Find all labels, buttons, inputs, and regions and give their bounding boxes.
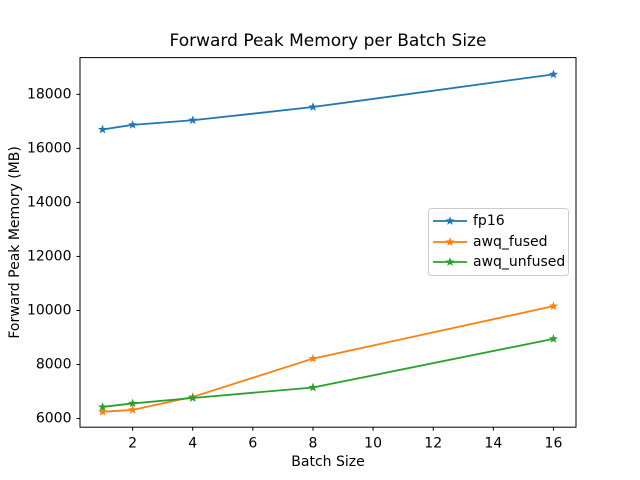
legend-label-awq-unfused: awq_unfused xyxy=(473,254,565,270)
data-point-awq_unfused-x16 xyxy=(548,334,559,343)
data-point-fp16-x8 xyxy=(308,102,318,111)
x-tick-label: 6 xyxy=(248,436,257,452)
x-tick-label: 2 xyxy=(128,436,137,452)
x-tick-label: 8 xyxy=(309,436,318,452)
y-axis-label: Forward Peak Memory (MB) xyxy=(7,146,23,338)
x-tick-label: 10 xyxy=(364,436,382,452)
y-tick-label: 16000 xyxy=(27,140,72,156)
x-tick-label: 4 xyxy=(188,436,197,452)
data-point-awq_unfused-x1 xyxy=(97,402,108,411)
data-point-fp16-x2 xyxy=(128,120,138,129)
series-layer xyxy=(97,69,559,416)
legend: fp16 awq_fused awq_unfused xyxy=(428,208,569,276)
legend-label-awq-fused: awq_fused xyxy=(473,234,548,250)
y-tick-label: 12000 xyxy=(27,248,72,264)
data-point-fp16-x4 xyxy=(188,115,198,125)
data-point-fp16-x1 xyxy=(97,124,108,134)
data-point-awq_fused-x8 xyxy=(308,353,318,363)
data-point-awq_unfused-x8 xyxy=(308,382,318,392)
x-axis-label: Batch Size xyxy=(291,454,364,470)
legend-marker-awq_fused xyxy=(445,237,455,246)
series-line-awq_unfused xyxy=(102,337,554,408)
data-point-awq_unfused-x4 xyxy=(188,393,198,402)
y-tick-label: 10000 xyxy=(27,302,72,318)
data-point-awq_fused-x1 xyxy=(97,407,108,416)
y-tick-label: 8000 xyxy=(36,357,72,373)
series-line-awq_fused xyxy=(102,305,554,413)
data-point-awq_unfused-x2 xyxy=(128,398,138,408)
data-point-awq_fused-x16 xyxy=(548,301,559,311)
chart-title: Forward Peak Memory per Batch Size xyxy=(170,31,487,51)
series-line-fp16 xyxy=(102,73,554,131)
legend-swatches xyxy=(433,216,467,266)
x-tick-label: 12 xyxy=(424,436,442,452)
y-tick-label: 6000 xyxy=(36,411,72,427)
data-point-awq_fused-x2 xyxy=(128,405,138,414)
data-point-fp16-x16 xyxy=(548,69,559,79)
legend-label-fp16: fp16 xyxy=(473,213,505,229)
legend-marker-fp16 xyxy=(445,216,455,225)
axes-layer: 2 4 6 8 10 12 14 16 6000 8000 10000 12000 14000 16000… xyxy=(27,57,577,452)
x-tick-label: 14 xyxy=(484,436,502,452)
axes-spines xyxy=(79,57,577,428)
y-tick-label: 14000 xyxy=(27,194,72,210)
x-tick-label: 16 xyxy=(545,436,563,452)
y-tick-label: 18000 xyxy=(27,86,72,102)
legend-marker-awq_unfused xyxy=(445,257,455,266)
legend-frame xyxy=(428,208,569,276)
